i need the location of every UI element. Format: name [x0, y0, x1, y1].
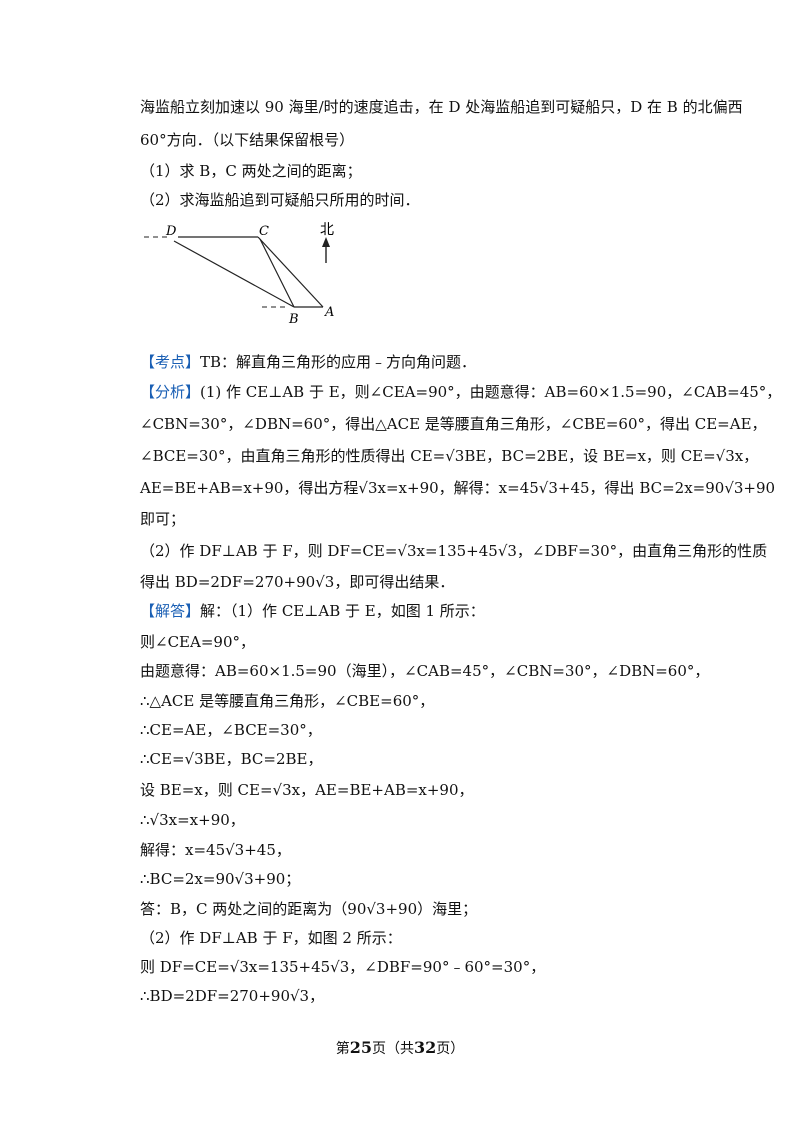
fenxi-tag: 【分析】 [140, 383, 201, 401]
footer-total-pages: 32 [414, 1038, 437, 1057]
jieda-line-3: 由题意得：AB=60×1.5=90（海里），∠CAB=45°，∠CBN=30°，… [140, 662, 710, 680]
fenxi-line-5: 即可； [140, 510, 186, 528]
north-arrow-head [322, 237, 330, 247]
geometry-diagram: D C B A 北 [144, 222, 334, 327]
segment-cb [259, 238, 295, 308]
fenxi-text-1: (1) 作 CE⊥AB 于 E，则∠CEA=90°，由题意得：AB=60×1.5… [200, 383, 782, 401]
problem-line-2: 60°方向．（以下结果保留根号） [140, 131, 355, 149]
kaodian-line: 【考点】TB：解直角三角形的应用﹣方向角问题． [140, 351, 700, 373]
jieda-line-12: （2）作 DF⊥AB 于 F，如图 2 所示： [140, 929, 402, 947]
question-1: （1）求 B，C 两处之间的距离； [140, 162, 362, 180]
footer-post: 页） [436, 1041, 465, 1057]
segment-db [173, 240, 295, 308]
jieda-line-4: ∴△ACE 是等腰直角三角形，∠CBE=60°， [140, 692, 435, 710]
label-d: D [165, 224, 177, 239]
jieda-line-2: 则∠CEA=90°， [140, 633, 255, 651]
fenxi-line-2: ∠CBN=30°，∠DBN=60°，得出△ACE 是等腰直角三角形，∠CBE=6… [140, 415, 767, 433]
jieda-line-6: ∴CE=√3BE，BC=2BE， [140, 750, 323, 768]
jieda-line-11: 答：B，C 两处之间的距离为（90√3+90）海里； [140, 900, 478, 918]
segment-ca [257, 236, 324, 308]
footer-pre: 第 [335, 1041, 350, 1057]
fenxi-line-7: 得出 BD=2DF=270+90√3，即可得出结果． [140, 573, 455, 591]
jieda-text-1: 解：（1）作 CE⊥AB 于 E，如图 1 所示： [200, 602, 485, 620]
jieda-tag: 【解答】 [140, 602, 201, 620]
jieda-line-7: 设 BE=x，则 CE=√3x，AE=BE+AB=x+90， [140, 781, 474, 799]
kaodian-tag: 【考点】 [140, 353, 201, 371]
kaodian-text: TB：解直角三角形的应用﹣方向角问题． [200, 353, 477, 371]
label-b: B [288, 312, 299, 327]
fenxi-line-3: ∠BCE=30°，由直角三角形的性质得出 CE=√3BE，BC=2BE，设 BE… [140, 447, 759, 465]
problem-line-1: 海监船立刻加速以 90 海里/时的速度追击，在 D 处海监船追到可疑船只，D 在… [140, 98, 743, 116]
jieda-line-14: ∴BD=2DF=270+90√3， [140, 987, 325, 1005]
jieda-line-9: 解得：x=45√3+45， [140, 841, 291, 859]
footer-page-number: 25 [349, 1038, 372, 1057]
jieda-line-1: 【解答】解：（1）作 CE⊥AB 于 E，如图 1 所示： [140, 600, 700, 622]
jieda-line-8: ∴√3x=x+90， [140, 811, 245, 829]
page-footer: 第25页（共32页） [0, 1038, 800, 1058]
jieda-line-10: ∴BC=2x=90√3+90； [140, 870, 301, 888]
fenxi-line-6: （2）作 DF⊥AB 于 F，则 DF=CE=√3x=135+45√3，∠DBF… [140, 542, 768, 560]
fenxi-line-4: AE=BE+AB=x+90，得出方程√3x=x+90，解得：x=45√3+45，… [140, 479, 776, 497]
footer-mid: 页（共 [372, 1041, 414, 1057]
label-north: 北 [320, 222, 334, 238]
jieda-line-5: ∴CE=AE，∠BCE=30°， [140, 721, 322, 739]
jieda-line-13: 则 DF=CE=√3x=135+45√3，∠DBF=90°﹣60°=30°， [140, 958, 546, 976]
label-c: C [259, 224, 269, 239]
question-2: （2）求海监船追到可疑船只所用的时间． [140, 191, 420, 209]
fenxi-line-1: 【分析】(1) 作 CE⊥AB 于 E，则∠CEA=90°，由题意得：AB=60… [140, 381, 781, 403]
label-a: A [324, 305, 334, 320]
